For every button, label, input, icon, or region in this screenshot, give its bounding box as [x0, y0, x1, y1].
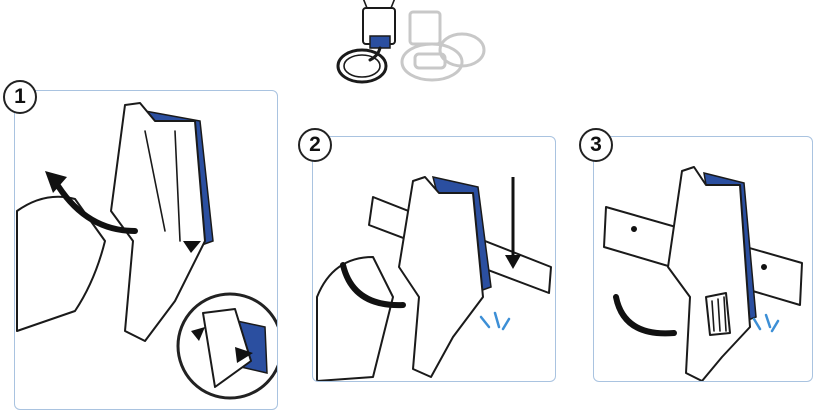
step-1-badge: 1 — [3, 80, 37, 114]
step-2-badge: 2 — [298, 128, 332, 162]
magnifier-inset-icon — [178, 294, 277, 398]
cable-loop-icon — [338, 48, 386, 82]
clip-device-icon — [668, 167, 750, 381]
click-indicator-icon — [481, 313, 509, 329]
clip-device-icon — [111, 103, 205, 341]
hand-icon — [317, 257, 393, 381]
step-2-illustration — [313, 137, 555, 381]
clip-device-icon — [399, 177, 483, 377]
clip-device-icon — [363, 0, 395, 48]
step-1-panel — [14, 90, 278, 410]
step-3-badge: 3 — [579, 128, 613, 162]
faded-device-icon — [402, 12, 484, 80]
step-3-illustration — [594, 137, 812, 381]
step-3-panel — [593, 136, 813, 382]
rotate-arrow-icon — [616, 297, 674, 333]
step-1-illustration — [15, 91, 277, 409]
step-2-panel — [312, 136, 556, 382]
click-indicator-icon — [754, 315, 778, 331]
